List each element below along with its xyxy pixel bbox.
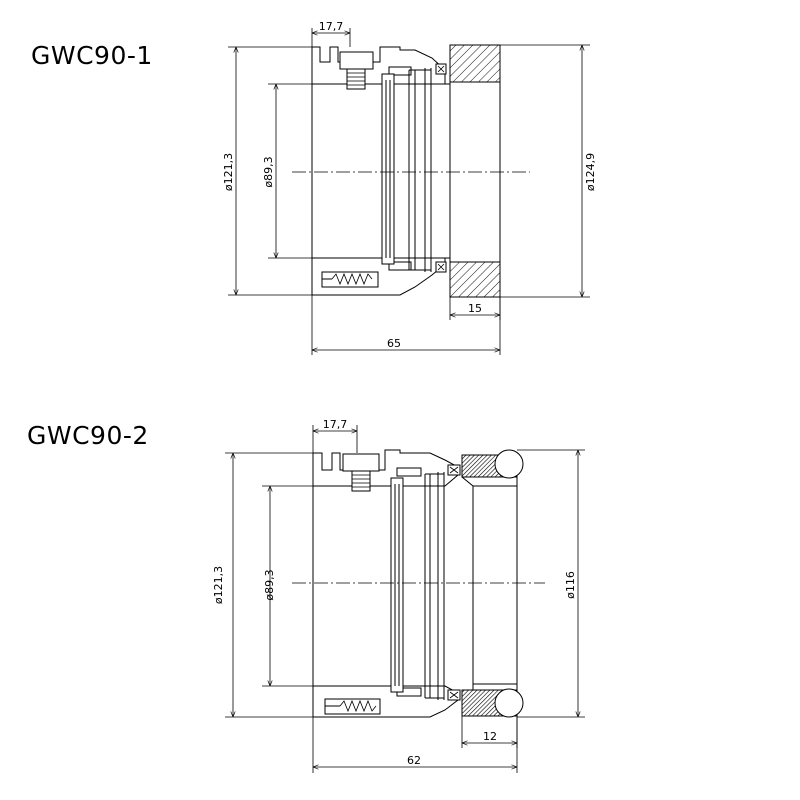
part1-seal-top: [388, 66, 412, 76]
part1-spring: [331, 272, 373, 286]
part2-bottom-housing: [312, 685, 459, 718]
part2-dim-top: 17,7: [323, 418, 348, 431]
part1-screw-shank: [346, 68, 366, 90]
part1-bottom-housing: [311, 257, 446, 296]
part1-dim-flange: ø124,9: [584, 153, 597, 191]
part1-dim-outer: ø121,3: [222, 153, 235, 191]
part2-dim-ring-width: 12: [483, 730, 497, 743]
part1-dim-top: 17,7: [319, 20, 344, 33]
part2-view: ø121,3 ø89,3 ø116 17,7 12 62: [212, 418, 585, 773]
part1-inner-sleeve: [381, 73, 395, 265]
part2-dim-bore: ø89,3: [263, 569, 276, 600]
part1-view: ø121,3 ø89,3 ø124,9 17,7 15 65: [222, 20, 597, 355]
part2-inner-sleeve: [390, 477, 404, 693]
part1-flange-top: [449, 44, 501, 83]
part2-dim-ring: ø116: [564, 571, 577, 599]
part1-dim-length: 65: [387, 337, 401, 350]
part1-screw-head: [339, 51, 374, 70]
part2-screw-head: [342, 453, 380, 472]
part2-dim-outer: ø121,3: [212, 566, 225, 604]
part-title-gwc90-2: GWC90-2: [27, 421, 149, 450]
part2-screw-shank: [351, 470, 371, 492]
part2-dim-length: 62: [407, 754, 421, 767]
part2-spring: [339, 699, 377, 713]
part1-dim-bore: ø89,3: [262, 156, 275, 187]
part1-seal-bottom: [388, 261, 412, 271]
part2-ball-top: [494, 449, 524, 479]
part2-ball-bottom: [494, 688, 524, 718]
part-title-gwc90-1: GWC90-1: [31, 41, 153, 70]
part2-top-housing: [312, 449, 459, 487]
part2-seal-top: [396, 467, 422, 477]
part1-top-housing: [311, 46, 446, 85]
part1-dim-flange-width: 15: [468, 302, 482, 315]
part1-flange-bottom: [449, 261, 501, 298]
